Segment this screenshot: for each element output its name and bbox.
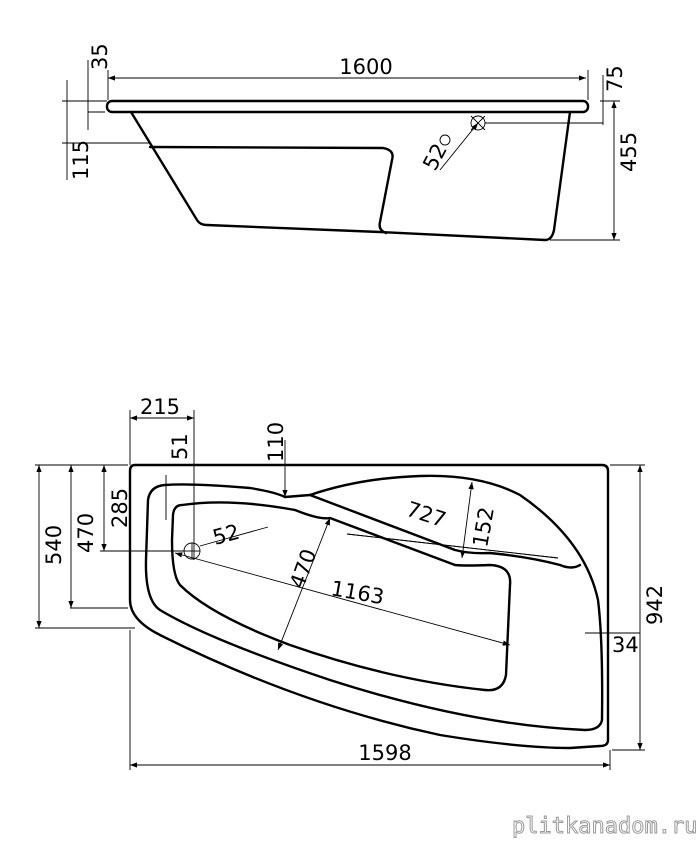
dim-drain-offset-x: 215 bbox=[140, 395, 180, 419]
dim-total-width: 942 bbox=[643, 585, 667, 625]
dim-drain-offset-y: 285 bbox=[108, 488, 132, 528]
rim bbox=[105, 99, 590, 114]
dim-height: 455 bbox=[617, 132, 641, 172]
dim-rim: 35 bbox=[88, 43, 112, 70]
tub-body bbox=[129, 110, 572, 242]
dim-narrow-width: 540 bbox=[42, 525, 66, 565]
seat-step bbox=[148, 145, 394, 235]
dim-seat-depth: 115 bbox=[69, 140, 93, 180]
dim-total-length: 1598 bbox=[358, 741, 411, 765]
dim-overflow: 75 bbox=[603, 65, 627, 92]
watermark: plitkanadom.ru bbox=[512, 814, 697, 839]
seat-edge bbox=[308, 493, 582, 569]
dim-length: 1600 bbox=[339, 55, 392, 79]
outer-rim bbox=[128, 463, 610, 750]
dim-drain-diameter: 52 bbox=[210, 520, 242, 550]
dim-basin-width-left: 470 bbox=[74, 513, 98, 553]
dim-seat-offset: 110 bbox=[264, 422, 288, 462]
dim-rim-width: 34 bbox=[612, 633, 639, 657]
dim-drain-offset-small: 51 bbox=[168, 433, 192, 460]
top-view: 52 215 51 110 285 470 540 727 152 470 11… bbox=[35, 395, 667, 770]
dim-seat-length: 727 bbox=[403, 497, 449, 532]
dim-basin-length: 1163 bbox=[329, 576, 386, 609]
dim-seat-width: 152 bbox=[468, 505, 499, 549]
side-view: 1600 35 115 75 455 52 bbox=[62, 43, 641, 242]
